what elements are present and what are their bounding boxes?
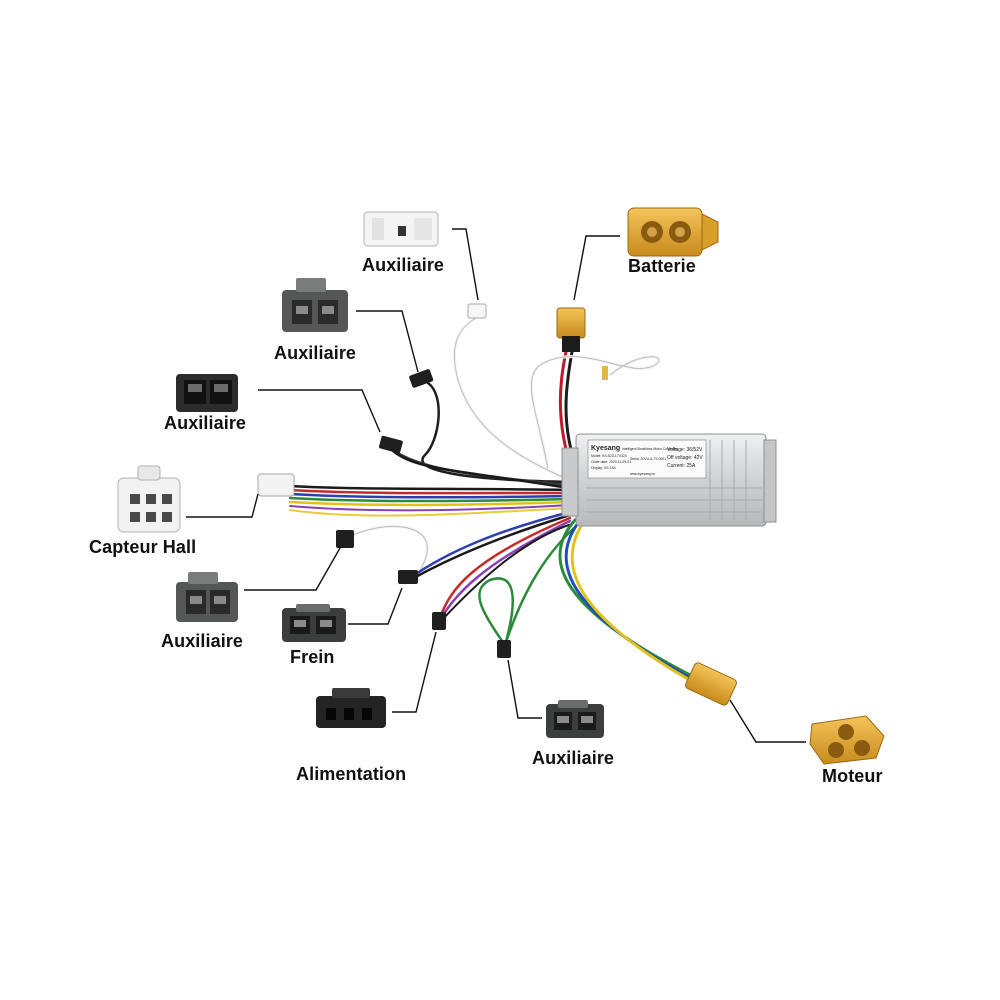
wire-tie [602, 366, 608, 380]
controller-website: www.kyesang.cn [630, 472, 655, 476]
black-mini-plug-2 [379, 435, 403, 454]
label-capteur-hall: Capteur Hall [89, 537, 197, 557]
label-batterie: Batterie [628, 256, 696, 276]
inline-connectors [257, 303, 737, 706]
hall-plug-on-wire [257, 473, 295, 497]
label-alimentation: Alimentation [296, 764, 407, 784]
aux-bottom-connector-image [546, 700, 604, 738]
black-mini-plug-5 [432, 612, 446, 630]
black-mini-plug-1 [409, 369, 434, 388]
battery-plug-boot [562, 336, 580, 352]
controller-display: Display: KS-13A [591, 466, 616, 470]
alimentation-connector-image [316, 688, 386, 728]
aux-2-connector-image [282, 278, 348, 332]
battery-connector-image [627, 207, 719, 257]
controller-brand: Kyesang [591, 445, 620, 452]
motor-plug-on-wire [685, 662, 737, 706]
label-frein: Frein [290, 647, 335, 667]
wire-harness [288, 316, 706, 690]
aux-top-connector-image [363, 211, 439, 247]
aux-4-connector-image [176, 572, 238, 622]
label-moteur: Moteur [822, 766, 883, 786]
controller-order: Order date: 2023-11-09-01 [591, 460, 631, 464]
label-auxiliaire-3: Auxiliaire [164, 413, 247, 433]
aux-3-connector-image [176, 374, 238, 412]
leader-lines [186, 228, 806, 743]
label-auxiliaire-4: Auxiliaire [161, 631, 244, 651]
controller-title: Intelligent Brushless Motor Controller [622, 447, 678, 451]
controller-off-voltage: Off voltage: 42V [667, 455, 703, 461]
label-auxiliaire-2: Auxiliaire [274, 343, 357, 363]
label-auxiliaire-top: Auxiliaire [362, 255, 445, 275]
frein-connector-image [282, 604, 346, 642]
black-mini-plug-6 [497, 640, 511, 658]
black-mini-plug-3 [336, 530, 354, 548]
black-mini-plug-4 [398, 570, 418, 584]
motor-controller: Kyesang Intelligent Brushless Motor Cont… [561, 433, 777, 527]
controller-voltage: Voltage: 36/52V [667, 447, 703, 453]
label-auxiliaire-bottom: Auxiliaire [532, 748, 615, 768]
white-mini-plug [467, 303, 487, 319]
moteur-connector-image [809, 715, 885, 765]
controller-model: Model: KS-S23-17V324 [591, 454, 627, 458]
capteur-hall-connector-image [117, 465, 181, 533]
controller-serial: Serial: 20VU-A-79-0001 [630, 457, 666, 461]
controller-current: Current: 25A [667, 463, 696, 469]
battery-plug-on-wire [556, 307, 586, 339]
